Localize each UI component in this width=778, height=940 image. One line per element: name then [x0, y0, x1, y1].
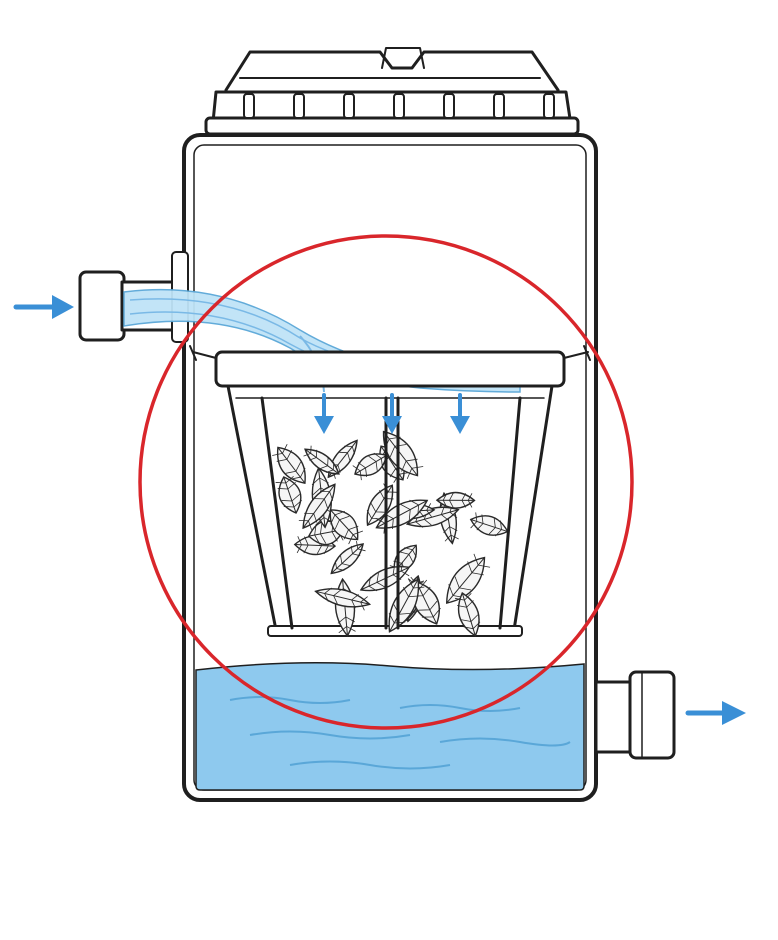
- leaf: [454, 591, 481, 637]
- basket-arrow-right: [450, 393, 470, 434]
- highlight-circle: [138, 234, 634, 730]
- lid: [204, 47, 580, 136]
- leaf: [469, 512, 509, 537]
- collected-leaves: [272, 430, 509, 638]
- lid-ridge: [543, 93, 555, 119]
- leaf-basket: [189, 345, 591, 637]
- leaf: [314, 587, 372, 611]
- inlet-arrow: [13, 295, 74, 319]
- lid-ridge: [293, 93, 305, 119]
- lid-ridge: [443, 93, 455, 119]
- leaf: [329, 509, 364, 545]
- leaf: [275, 476, 302, 514]
- lid-ridge: [243, 93, 255, 119]
- outlet-pipe: [594, 670, 676, 760]
- leaf: [272, 444, 306, 484]
- lid-ridge: [343, 93, 355, 119]
- leaf: [435, 491, 476, 509]
- leaf: [352, 452, 388, 481]
- basket-ribs: [260, 396, 522, 630]
- leaf: [298, 483, 336, 530]
- lid-ridge: [393, 93, 405, 119]
- basket-arrow-center: [382, 393, 402, 434]
- basket-arrow-left: [314, 393, 334, 434]
- leaf: [303, 445, 340, 475]
- flow-arrows: [13, 295, 746, 725]
- leaf: [330, 540, 366, 575]
- outlet-arrow: [685, 701, 746, 725]
- lid-ridge: [493, 93, 505, 119]
- leaf: [388, 578, 425, 633]
